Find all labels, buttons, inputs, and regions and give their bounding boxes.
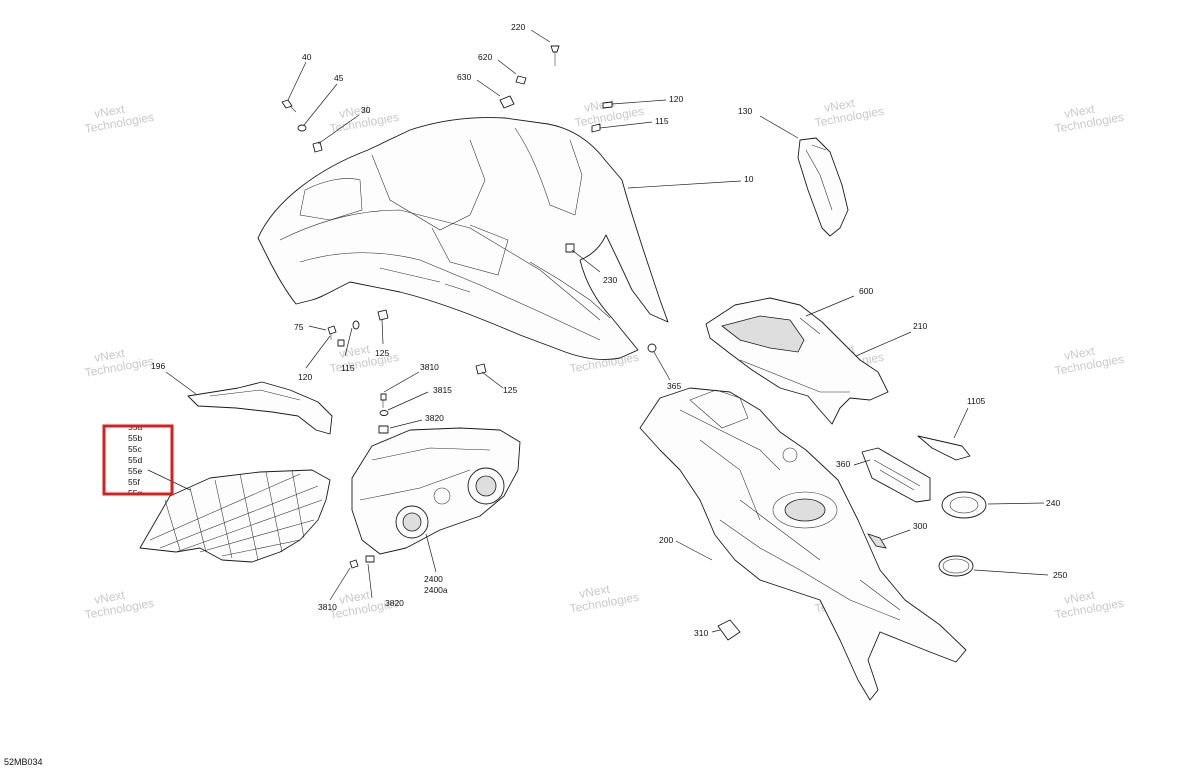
callout-label: 2400 bbox=[424, 574, 443, 584]
watermark: vNext bbox=[93, 588, 126, 607]
callout-label: 200 bbox=[659, 535, 673, 545]
callout-label: 3810 bbox=[318, 602, 337, 612]
callout-label: 55f bbox=[128, 477, 140, 487]
callout-label: 240 bbox=[1046, 498, 1060, 508]
callout-label: 130 bbox=[738, 106, 752, 116]
watermark: vNext bbox=[338, 588, 371, 607]
callout-label: 230 bbox=[603, 275, 617, 285]
callout-label: 120 bbox=[669, 94, 683, 104]
callout-label: 3810 bbox=[420, 362, 439, 372]
callout-label: 600 bbox=[859, 286, 873, 296]
callout-label: 75 bbox=[294, 322, 304, 332]
panel-196-part bbox=[187, 381, 333, 435]
callout-label: 45 bbox=[334, 73, 344, 83]
callout-label: 630 bbox=[457, 72, 471, 82]
watermark: vNext bbox=[1063, 588, 1096, 607]
callout-label: 115 bbox=[655, 116, 669, 126]
highlighted-callout-group: 55a 55b 55c 55d 55e 55f 55g bbox=[102, 422, 174, 498]
decal-1105-part bbox=[917, 435, 971, 461]
watermark: vNext bbox=[1063, 102, 1096, 121]
callout-label: 310 bbox=[694, 628, 708, 638]
fuel-ring-240-part bbox=[941, 491, 987, 519]
callout-label: 3820 bbox=[385, 598, 404, 608]
callout-label: 300 bbox=[913, 521, 927, 531]
callout-label: 3820 bbox=[425, 413, 444, 423]
callout-label: 10 bbox=[744, 174, 754, 184]
callout-label: 55e bbox=[128, 466, 142, 476]
callout-label: 210 bbox=[913, 321, 927, 331]
callout-label: 55g bbox=[128, 488, 142, 498]
callout-labels: 220 620 630 120 115 40 45 30 130 10 230 … bbox=[151, 22, 1067, 638]
side-panel-part bbox=[797, 137, 849, 237]
watermark: vNext bbox=[93, 102, 126, 121]
clip-300-part bbox=[867, 533, 887, 549]
rear-body-part bbox=[639, 387, 967, 701]
leader-lines bbox=[147, 29, 1049, 633]
grille-part bbox=[139, 469, 331, 563]
gasket-250-part bbox=[938, 555, 974, 577]
bracket-360-part bbox=[861, 447, 931, 503]
watermark: vNext bbox=[338, 342, 371, 361]
headlight-part bbox=[351, 427, 521, 555]
diagram-code: 52MB034 bbox=[4, 757, 43, 767]
watermark: vNext bbox=[583, 96, 616, 115]
callout-label: 125 bbox=[375, 348, 389, 358]
callout-label: 55d bbox=[128, 455, 142, 465]
callout-label: 2400a bbox=[424, 585, 448, 595]
callout-label: 115 bbox=[341, 363, 355, 373]
callout-label: 360 bbox=[836, 459, 850, 469]
callout-label: 120 bbox=[298, 372, 312, 382]
watermark: vNext bbox=[578, 582, 611, 601]
watermark: vNext bbox=[338, 102, 371, 121]
watermark: vNext bbox=[93, 346, 126, 365]
callout-label: 1105 bbox=[967, 396, 986, 406]
clip-310-part bbox=[717, 619, 741, 641]
callout-label: 40 bbox=[302, 52, 312, 62]
callout-label: 365 bbox=[667, 381, 681, 391]
watermark: vNext bbox=[1063, 344, 1096, 363]
dash-panel-part bbox=[705, 297, 889, 425]
watermark: vNext bbox=[823, 96, 856, 115]
callout-label: 250 bbox=[1053, 570, 1067, 580]
callout-label: 30 bbox=[361, 105, 371, 115]
callout-label: 55a bbox=[128, 422, 142, 432]
callout-label: 3815 bbox=[433, 385, 452, 395]
callout-label: 55b bbox=[128, 433, 142, 443]
highlight-box bbox=[102, 424, 174, 496]
callout-label: 196 bbox=[151, 361, 165, 371]
hardware-parts bbox=[281, 45, 657, 569]
front-hood-part bbox=[257, 117, 669, 361]
callout-label: 220 bbox=[511, 22, 525, 32]
callout-label: 620 bbox=[478, 52, 492, 62]
callout-label: 125 bbox=[503, 385, 517, 395]
callout-label: 55c bbox=[128, 444, 142, 454]
